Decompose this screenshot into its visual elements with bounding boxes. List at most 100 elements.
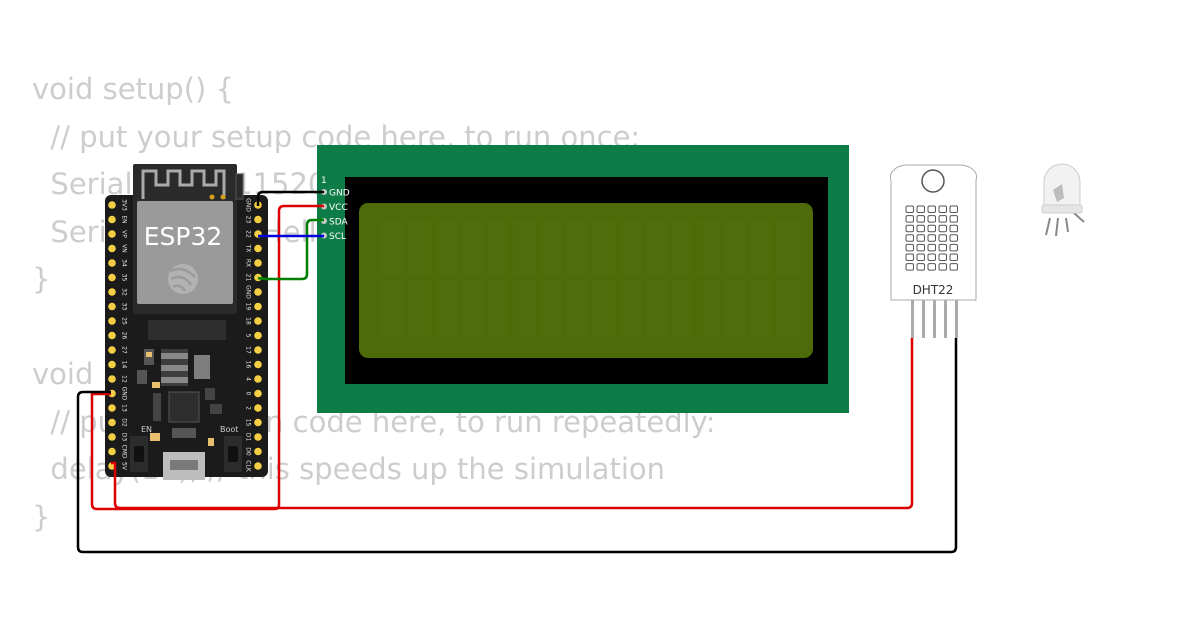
boot-button[interactable] <box>224 436 242 472</box>
esp32-pin[interactable] <box>108 201 116 209</box>
esp32-pin[interactable] <box>254 375 262 383</box>
code-line: void setup() { <box>32 72 234 106</box>
lcd-cell <box>434 220 458 277</box>
esp32-pin-label: 14 <box>121 361 128 369</box>
lcd-character-grid <box>382 220 800 337</box>
esp32-pin[interactable] <box>108 360 116 369</box>
esp32-pin-label: 32 <box>121 288 128 296</box>
esp32-pin-label: 25 <box>121 317 128 325</box>
en-button[interactable] <box>130 436 148 472</box>
esp32-pin[interactable] <box>254 317 262 325</box>
esp32-pin-label: CMD <box>121 445 128 459</box>
dht22-vent <box>949 205 958 213</box>
esp32-pin-label: 4 <box>245 377 252 381</box>
dht22-pins <box>911 300 958 338</box>
lcd-cell <box>487 280 511 337</box>
esp32-pin-label: GND <box>121 387 128 401</box>
esp32-pin[interactable] <box>254 259 262 267</box>
esp32-pin-label: 23 <box>245 216 252 224</box>
lcd-pin-label: SDA <box>329 218 348 228</box>
lcd-cell <box>460 280 484 337</box>
esp32-pin-label: 19 <box>245 303 252 311</box>
wire-sda-lcd <box>257 218 324 281</box>
dht22-vent <box>916 234 925 242</box>
esp32-pin[interactable] <box>254 418 262 427</box>
lcd-cell <box>618 280 642 337</box>
boot-label: Boot <box>220 425 238 434</box>
lcd-cell <box>487 220 511 277</box>
rgb-led[interactable] <box>1041 163 1085 237</box>
esp32-pin-label: 12 <box>121 375 128 383</box>
esp32-left-header: 3V3ENVPVN343532332526271412GND13D2D3CMD5… <box>108 199 128 471</box>
lcd-cell <box>750 220 774 277</box>
esp32-pin[interactable] <box>254 404 262 412</box>
dht22-sensor[interactable]: DHT22 <box>889 164 978 338</box>
esp32-pin[interactable] <box>108 404 116 412</box>
esp32-pin[interactable] <box>254 288 262 296</box>
dht22-vent <box>949 215 958 223</box>
esp32-pin-label: 22 <box>245 230 252 238</box>
lcd-cell <box>408 220 432 277</box>
wires[interactable] <box>76 190 958 554</box>
dht22-vent <box>927 215 936 223</box>
lcd-cell <box>566 280 590 337</box>
dht22-vent <box>916 263 925 271</box>
esp32-pin[interactable] <box>254 447 262 456</box>
esp32-pin-label: 18 <box>245 317 252 325</box>
esp32-pin[interactable] <box>108 288 116 296</box>
esp32-pin[interactable] <box>108 433 116 441</box>
wire-gnd-dht22 <box>76 338 958 554</box>
esp32-pin[interactable] <box>108 447 116 456</box>
dht22-vent <box>916 253 925 261</box>
dht22-vent <box>905 253 914 261</box>
dht22-vent <box>938 224 947 233</box>
esp32-pin[interactable] <box>254 331 262 340</box>
esp32-pin[interactable] <box>108 230 116 238</box>
esp32-pin-label: 0 <box>245 392 252 396</box>
esp32-pin[interactable] <box>108 375 116 383</box>
esp32-pin[interactable] <box>108 259 116 267</box>
esp32-pin[interactable] <box>254 346 262 354</box>
esp32-pin[interactable] <box>108 302 116 311</box>
esp32-pin-label: D1 <box>245 433 252 442</box>
dht22-vent <box>905 205 914 213</box>
esp32-pin-label: 13 <box>121 404 128 412</box>
esp32-pin-label: 21 <box>245 274 252 282</box>
esp32-pin[interactable] <box>108 346 116 354</box>
esp32-pin-label: 17 <box>245 346 252 354</box>
esp32-pin[interactable] <box>254 215 262 224</box>
dht22-vent <box>927 224 936 233</box>
esp32-pin[interactable] <box>254 302 262 311</box>
lcd-cell <box>697 280 721 337</box>
esp32-pin[interactable] <box>108 331 116 340</box>
esp32-pin[interactable] <box>254 244 262 253</box>
esp32-pin-label: 34 <box>121 259 128 267</box>
lcd-cell <box>776 280 800 337</box>
esp32-pin[interactable] <box>108 273 116 282</box>
esp32-pin[interactable] <box>108 215 116 224</box>
dht22-vent <box>905 263 914 271</box>
dht22-vent-grid <box>905 205 958 271</box>
dht22-vent <box>927 234 936 242</box>
code-line: } <box>32 262 51 296</box>
esp32-devkit[interactable]: ESP32 EN Boot <box>105 164 268 480</box>
esp32-pin[interactable] <box>108 418 116 427</box>
esp32-pin-label: 26 <box>121 332 128 340</box>
esp32-pin-label: 15 <box>245 419 252 427</box>
esp32-pin[interactable] <box>254 462 262 470</box>
esp32-pin[interactable] <box>254 389 262 398</box>
lcd-pin-label: VCC <box>329 203 348 213</box>
dht22-vent <box>927 243 936 252</box>
esp32-pin[interactable] <box>108 244 116 253</box>
lcd-pin-label: SCL <box>329 232 346 242</box>
esp32-pin-label: EN <box>121 215 128 223</box>
dht22-vent <box>938 205 947 213</box>
esp32-label: ESP32 <box>144 222 223 251</box>
esp32-pin[interactable] <box>254 433 262 441</box>
lcd-cell <box>618 220 642 277</box>
esp32-pin[interactable] <box>254 360 262 369</box>
esp32-pin[interactable] <box>108 317 116 325</box>
